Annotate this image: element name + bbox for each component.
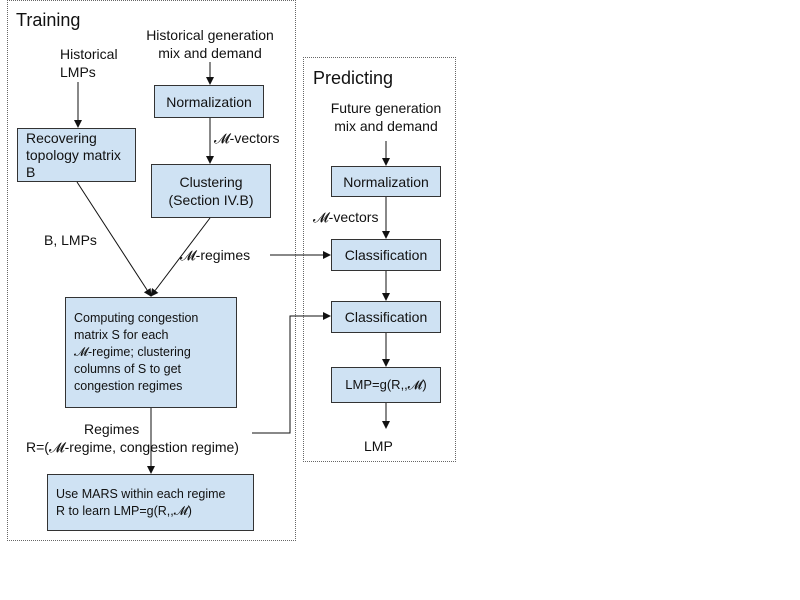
- future-generation-label: Future generation mix and demand: [330, 100, 442, 134]
- classification-text-2: Classification: [344, 309, 428, 325]
- classification-text-1: Classification: [344, 247, 428, 263]
- training-panel: [7, 0, 296, 541]
- predicting-panel: [303, 57, 456, 462]
- classification-box-2: Classification: [331, 301, 441, 333]
- clustering-box: Clustering (Section IV.B): [151, 164, 271, 218]
- mars-text: Use MARS within each regime R to learn L…: [56, 486, 226, 518]
- r-definition-label: R=(𝓜-regime, congestion regime): [26, 439, 239, 455]
- arrow-recovering-to-computing: [76, 181, 152, 297]
- arrow-clustering-to-computing: [150, 217, 211, 297]
- training-title: Training: [16, 10, 81, 30]
- training-normalization-text: Normalization: [166, 93, 252, 110]
- training-m-vectors-label: 𝓜-vectors: [214, 130, 280, 146]
- predicting-normalization-text: Normalization: [343, 173, 429, 190]
- computing-congestion-text: Computing congestion matrix S for each 𝓜…: [74, 311, 199, 393]
- predicting-normalization-box: Normalization: [331, 166, 441, 197]
- historical-generation-label: Historical generation mix and demand: [146, 27, 274, 61]
- arrow-regimes-to-classification: [252, 312, 331, 434]
- predicting-m-vectors-label: 𝓜-vectors: [313, 209, 379, 225]
- recovering-topology-text: Recovering topology matrix B: [26, 129, 121, 180]
- lmp-output-label: LMP: [364, 438, 393, 454]
- clustering-text: Clustering (Section IV.B): [168, 174, 254, 208]
- training-normalization-box: Normalization: [154, 85, 264, 118]
- regimes-label: Regimes: [84, 421, 140, 437]
- predicting-title: Predicting: [313, 68, 394, 88]
- lmp-function-box: LMP=g(R,,𝓜): [331, 367, 441, 403]
- recovering-topology-box: Recovering topology matrix B: [17, 128, 136, 182]
- b-lmps-label: B, LMPs: [44, 232, 97, 248]
- computing-congestion-box: Computing congestion matrix S for each 𝓜…: [65, 297, 237, 408]
- m-regimes-label: 𝓜-regimes: [180, 247, 251, 263]
- historical-lmps-label: Historical LMPs: [60, 46, 118, 80]
- classification-box-1: Classification: [331, 239, 441, 271]
- mars-box: Use MARS within each regime R to learn L…: [47, 474, 254, 531]
- lmp-function-text: LMP=g(R,,𝓜): [345, 377, 427, 392]
